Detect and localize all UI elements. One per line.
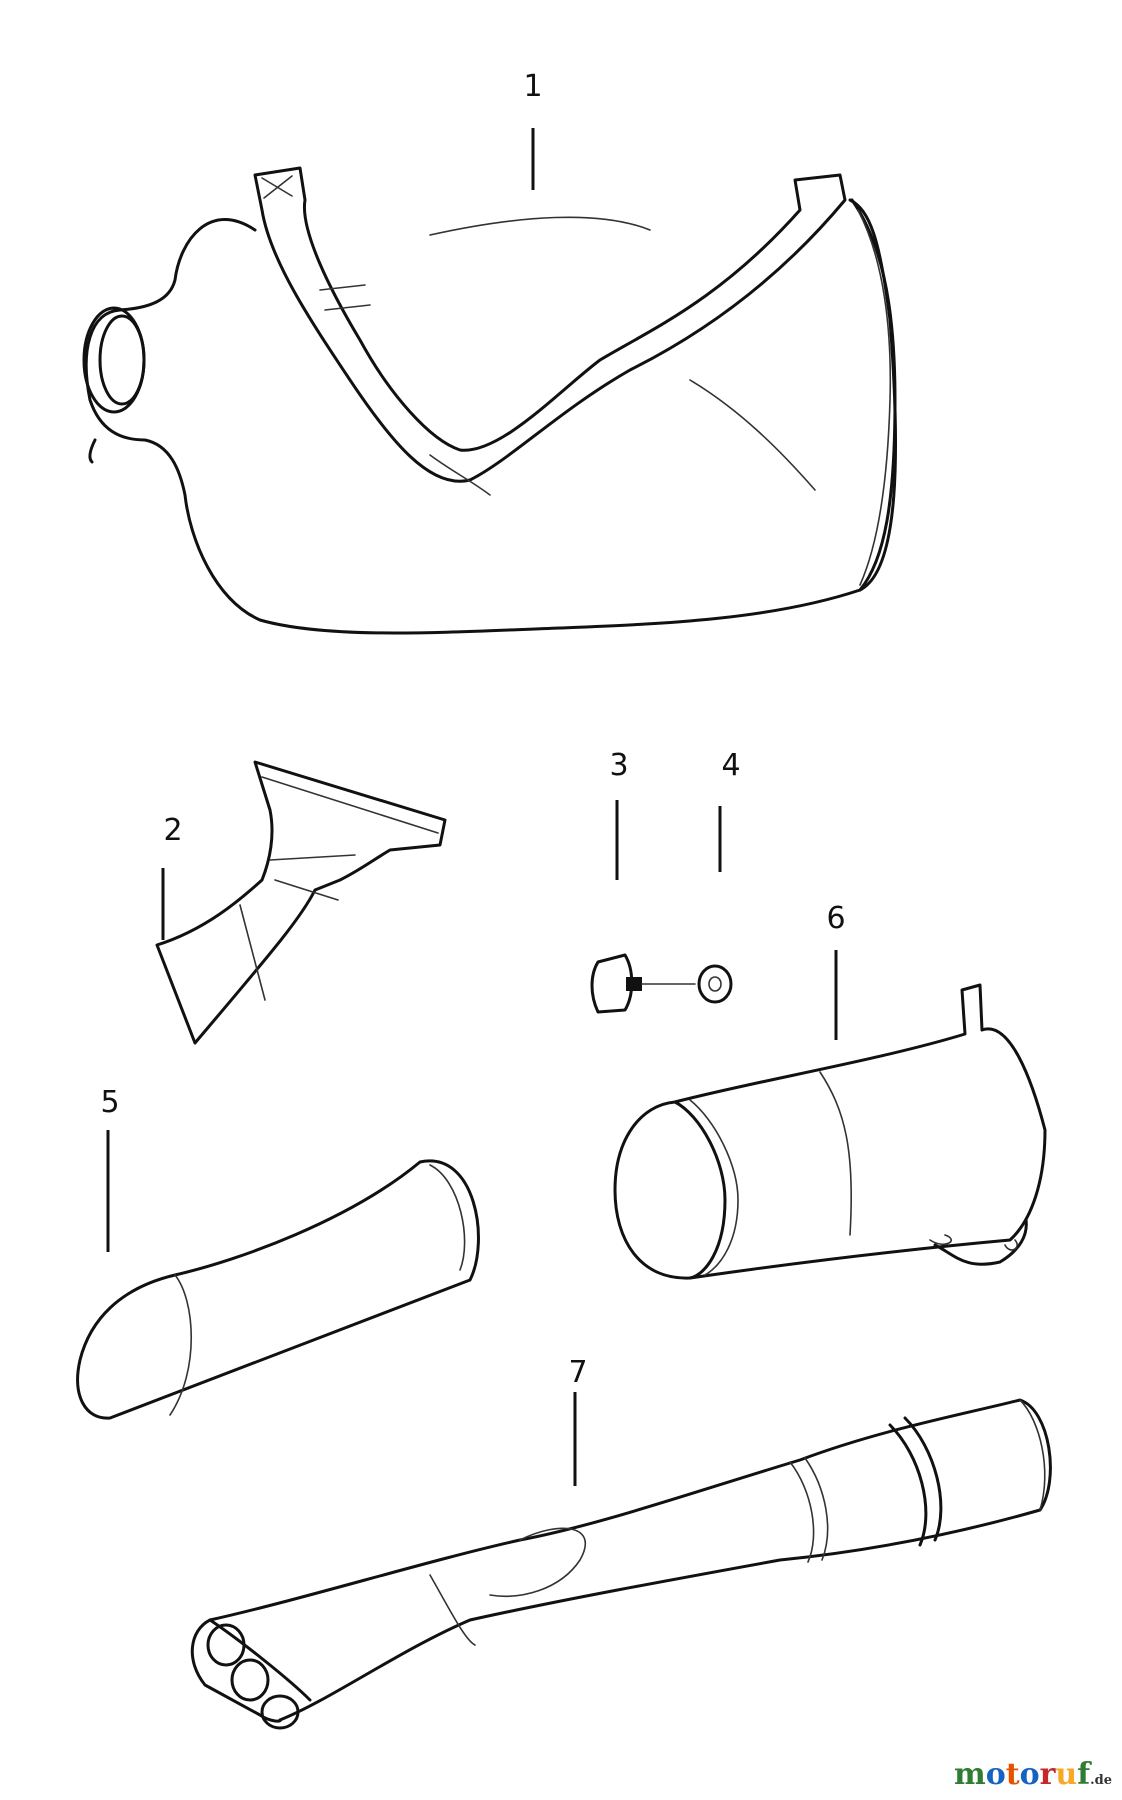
part-3-knob-screw (590, 953, 696, 1014)
part-2-nozzle-adapter (155, 760, 447, 1045)
part-7-blower-tube (190, 1398, 1052, 1730)
callout-7: 7 (568, 1355, 587, 1390)
motoruf-watermark-logo: motoruf.de (954, 1757, 1112, 1792)
callout-3: 3 (609, 748, 628, 783)
watermark-tld: .de (1090, 1773, 1112, 1788)
callout-1: 1 (523, 69, 542, 104)
part-6-cylinder-tube (613, 983, 1047, 1280)
callout-labels: 1 2 3 4 5 6 7 (100, 69, 845, 1390)
watermark-letter: u (1055, 1757, 1078, 1792)
watermark-letter: t (1005, 1757, 1020, 1792)
part-4-washer (697, 964, 733, 1004)
watermark-letter: r (1039, 1757, 1056, 1792)
watermark-letter: f (1077, 1757, 1091, 1792)
watermark-letter: o (1019, 1757, 1040, 1792)
leader-lines (106, 128, 838, 1486)
part-1-collection-bag (82, 166, 898, 635)
watermark-letter: o (985, 1757, 1006, 1792)
callout-5: 5 (100, 1085, 119, 1120)
watermark-letter: m (953, 1757, 986, 1792)
callout-2: 2 (163, 813, 182, 848)
watermark-letters: motoruf (954, 1757, 1090, 1792)
callout-4: 4 (721, 748, 740, 783)
callout-6: 6 (826, 901, 845, 936)
part-5-straight-tube (76, 1159, 480, 1420)
